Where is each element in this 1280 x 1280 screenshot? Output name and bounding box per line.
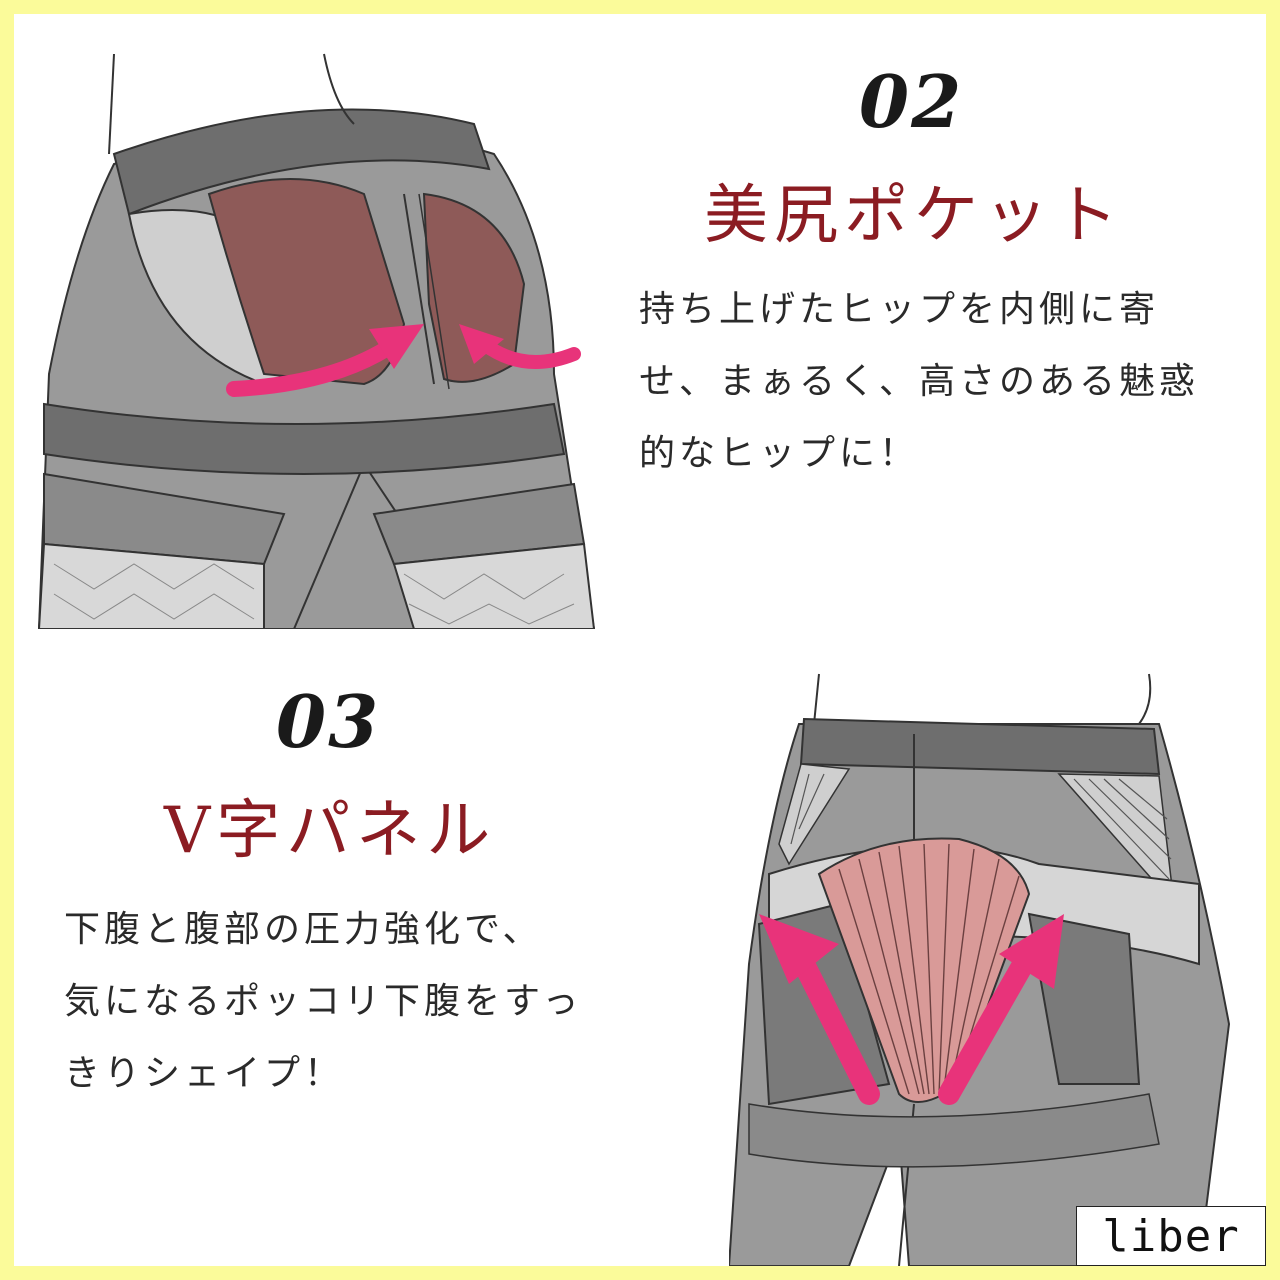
hip-pocket-illustration <box>37 53 596 629</box>
v-right-arrow <box>938 914 1064 1105</box>
section-number-02: 02 <box>859 59 964 144</box>
hip-left-arrow <box>226 336 402 397</box>
section-title-hip-pocket: 美尻ポケット <box>704 179 1124 253</box>
section-number-03: 03 <box>276 679 381 764</box>
description-line: 下腹と腹部の圧力強化で、 <box>64 909 543 950</box>
description-line: 気になるポッコリ下腹をすっ <box>64 981 583 1022</box>
section-description-v-panel: 下腹と腹部の圧力強化で、 気になるポッコリ下腹をすっ きりシェイプ！ <box>64 894 583 1110</box>
description-line: きりシェイプ！ <box>64 1053 345 1094</box>
v-panel-illustration <box>729 673 1231 1266</box>
v-left-arrow <box>759 914 880 1105</box>
description-line: 持ち上げたヒップを内側に寄 <box>639 289 1160 330</box>
content-frame: 02 美尻ポケット 持ち上げたヒップを内側に寄 せ、まぁるく、高さのある魅惑 的… <box>14 14 1266 1266</box>
description-line: せ、まぁるく、高さのある魅惑 <box>639 361 1200 402</box>
liber-watermark: liber <box>1076 1206 1266 1266</box>
section-title-v-panel: V字パネル <box>164 794 497 868</box>
section-description-hip-pocket: 持ち上げたヒップを内側に寄 せ、まぁるく、高さのある魅惑 的なヒップに！ <box>639 274 1199 490</box>
hip-right-arrow <box>477 337 581 369</box>
description-line: 的なヒップに！ <box>639 433 920 474</box>
